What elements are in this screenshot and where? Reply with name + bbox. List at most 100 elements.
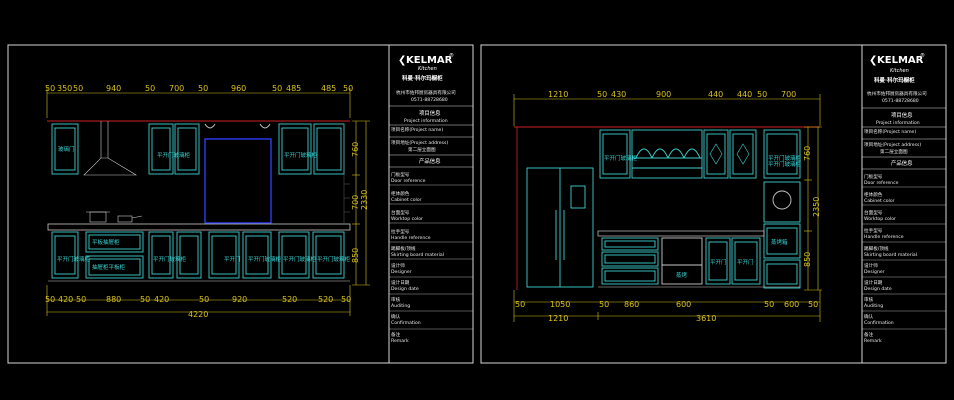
left-upper-cabinets [51,123,345,175]
dim-label: 700 [351,195,360,210]
dim-label: 600 [676,300,691,309]
project-name-label: 项目名称(Project name) [391,126,443,133]
right-sheet-border [480,44,947,364]
dim-label: 440 [737,90,752,99]
cabinet-label: 蒸烤箱 [771,238,788,246]
dim-label: 880 [106,295,121,304]
kelmar-logo-icon: ❮ [869,55,877,66]
row-en: Design date [391,286,419,292]
brand-cn: 科曼·科尔玛橱柜 [402,74,443,82]
left-bottom-dimensions [46,285,351,316]
double-door-fridge [526,167,594,288]
row-en: Designer [864,269,885,275]
product-info-cn: 产品信息 [891,159,913,167]
dim-label: 520 [318,295,333,304]
dim-label: 50 [73,84,83,93]
row-cn: 台面型号 [391,209,410,216]
range-hood [83,121,138,176]
tall-appliance-unit [763,181,801,289]
dim-label: 1210 [548,314,568,323]
dim-label: 850 [351,248,360,263]
brand-cn: 科曼·科尔玛橱柜 [874,76,915,84]
row-en: Auditing [864,303,883,309]
row-en: Remark [864,338,882,344]
row-en: Skirting board material [391,252,444,258]
project-name-label: 项目名称(Project name) [864,128,916,135]
row-cn: 拉手型号 [391,228,410,235]
dim-label: 50 [515,300,525,309]
row-en: Confirmation [864,320,894,326]
row-en: Confirmation [391,320,421,326]
dim-label: 900 [656,90,671,99]
brand-sub: Kitchen [418,66,437,72]
row-cn: 备注 [391,331,401,338]
dim-label: 50 [76,295,86,304]
total-width-label: 3610 [696,314,716,323]
row-cn: 门板型号 [864,173,883,180]
dim-label: 1210 [548,90,568,99]
dim-label: 850 [803,252,812,267]
cabinet-label: 平开门玻璃柜 [157,151,191,159]
cabinet-label: 平开门玻璃柜 [283,255,317,263]
dim-label: 940 [106,84,121,93]
dim-label: 485 [286,84,301,93]
row-en: Handle reference [391,235,431,241]
left-top-dimensions [46,88,351,118]
row-en: Door reference [391,178,426,184]
dim-label: 2330 [360,190,369,210]
title-rows: 门板型号 Door reference 柜体颜色 Cabinet color 台… [862,173,946,344]
project-address-label: 项目地址(Project address) [391,139,448,146]
row-cn: 踢脚板/顶线 [391,245,416,252]
right-upper-cabinets [599,129,801,179]
dim-label: 50 [140,295,150,304]
dim-label: 860 [624,300,639,309]
right-upper-diamonds [709,143,750,165]
kelmar-logo-icon: ❮ [398,55,406,66]
row-en: Worktop color [391,216,423,222]
dim-label: 50 [341,295,351,304]
row-cn: 设计日期 [864,279,883,286]
cabinet-label: 平开门玻璃柜 [768,160,802,168]
cabinet-label: 平开门玻璃柜 [768,154,802,162]
right-countertop [597,230,765,237]
row-cn: 柜体颜色 [391,190,410,197]
right-top-dimensions [513,94,821,126]
right-sheet: 1210 50 430 900 440 440 50 700 [480,44,947,364]
cabinet-label: 平开门玻璃柜 [604,154,638,162]
dim-label: 760 [351,142,360,157]
row-cn: 确认 [391,313,401,320]
row-en: Skirting board material [864,252,917,258]
row-en: Design date [864,286,892,292]
row-en: Handle reference [864,234,904,240]
right-bottom-dimensions [513,290,821,322]
dim-label: 350 [57,84,72,93]
cabinet-label: 平开门 [710,258,727,266]
row-cn: 审核 [864,296,874,303]
row-cn: 门板型号 [391,171,410,178]
brand-name: KELMAR [877,55,924,66]
row-en: Remark [391,338,409,344]
dim-label: 485 [321,84,336,93]
total-width-label: 4220 [188,310,208,319]
right-side-dimensions [804,126,822,291]
row-cn: 拉手型号 [864,227,883,234]
row-en: Cabinet color [391,197,422,203]
project-address-label: 项目地址(Project address) [864,141,921,148]
left-top-dim-labels: 50 350 50 940 50 700 50 960 50 485 485 5… [45,84,353,93]
row-en: Door reference [864,180,899,186]
row-en: Auditing [391,303,410,309]
project-address-value: 第二层立面图 [880,148,908,155]
cabinet-label: 平开门 [737,258,754,266]
dim-label: 50 [764,300,774,309]
cabinet-label: 平开门 [224,255,241,263]
left-wall-tiles [343,124,350,223]
dim-label: 700 [169,84,184,93]
row-cn: 台面型号 [864,209,883,216]
cabinet-label: 平开门玻璃柜 [57,255,91,263]
dim-label: 430 [611,90,626,99]
dim-label: 760 [803,146,812,161]
row-cn: 审核 [391,296,401,303]
dim-label: 50 [808,300,818,309]
brand-sub: Kitchen [890,68,909,74]
